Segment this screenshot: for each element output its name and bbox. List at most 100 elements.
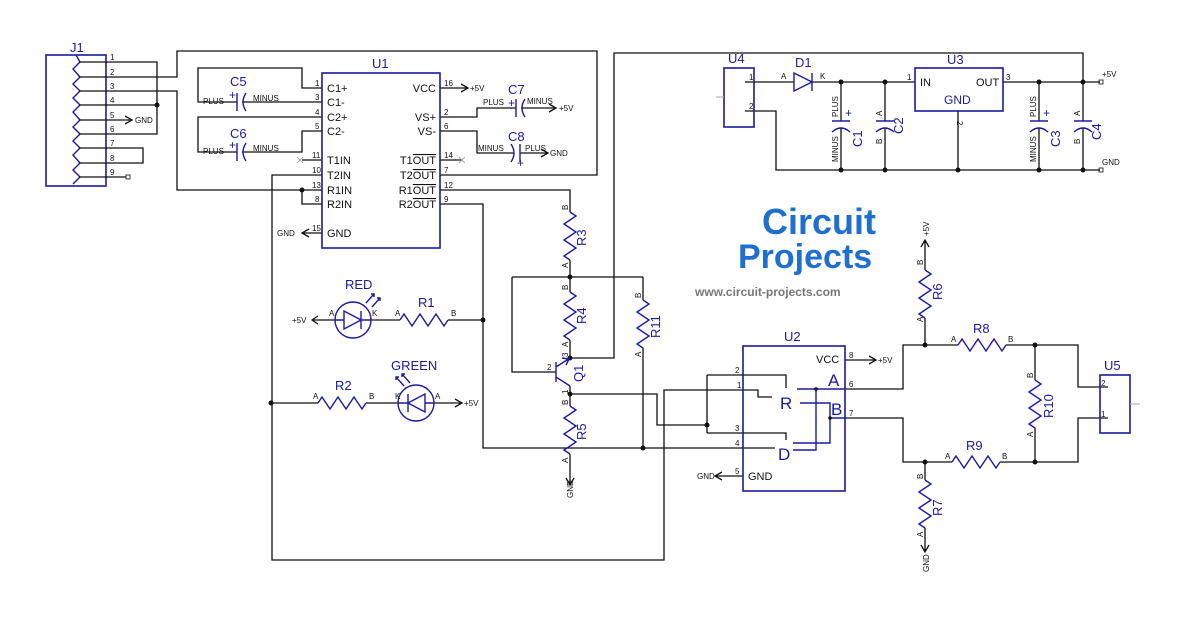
pin-label: A xyxy=(561,457,570,463)
pin-number: 4 xyxy=(735,439,740,448)
plus-sign: + xyxy=(1043,106,1050,120)
pin-label: PLUS xyxy=(483,98,504,107)
pin-name: T1OUT xyxy=(400,155,436,167)
regulator-u3: U3 IN OUT GND 1 3 2 xyxy=(907,52,1011,126)
pin-number: 9 xyxy=(110,168,115,177)
plus-sign: + xyxy=(845,106,852,120)
pin-label: A xyxy=(916,531,925,537)
pin-label: B xyxy=(634,293,643,298)
pin-label: B xyxy=(561,400,570,405)
diode-d1: D1 A K xyxy=(781,55,826,93)
pin-label: PLUS xyxy=(1029,96,1038,117)
resistor-r2: R2 A B xyxy=(313,378,374,410)
pin-number: 3 xyxy=(735,424,740,433)
resistor-r4: R4 B A xyxy=(561,285,589,347)
pin-name: VS+ xyxy=(415,112,436,124)
capacitor-c7: C7 + PLUS MINUS xyxy=(483,82,553,118)
pin-number: 1 xyxy=(907,73,912,82)
pin-label: MINUS xyxy=(478,144,504,153)
pin-number: 11 xyxy=(312,151,321,160)
pin-number: 2 xyxy=(110,68,115,77)
resistor-r11: R11 B A xyxy=(634,293,663,357)
gnd-label: GND xyxy=(550,149,568,158)
pin-label: B xyxy=(1026,373,1035,378)
pin-name: R2IN xyxy=(327,199,352,211)
u1-body xyxy=(321,72,441,249)
pin-number: 10 xyxy=(312,166,321,175)
pin-label: B xyxy=(451,309,456,318)
r7-label: R7 xyxy=(930,499,945,516)
pin-label: A xyxy=(875,110,884,116)
pin-label: PLUS xyxy=(831,96,840,117)
resistor-r6: R6 B A xyxy=(916,260,945,322)
output-a-label: A xyxy=(828,371,840,390)
pin-number: 8 xyxy=(315,195,320,204)
pin-name: C1+ xyxy=(327,83,348,95)
gnd-label: GND xyxy=(277,229,295,238)
pin-name: T1IN xyxy=(327,155,351,167)
d1-label: D1 xyxy=(795,55,812,70)
plus-sign: + xyxy=(229,138,236,152)
pin-number: 4 xyxy=(110,96,115,105)
pin-number: 6 xyxy=(849,380,854,389)
pin-label: A xyxy=(395,309,401,318)
resistor-r1: R1 A B xyxy=(395,295,456,327)
pin-name: T2OUT xyxy=(400,170,436,182)
pin-number: 3 xyxy=(110,82,115,91)
gnd-label: GND xyxy=(922,554,931,572)
pin-name: IN xyxy=(920,77,931,89)
pin-label: B xyxy=(369,392,374,401)
pin-name: C2+ xyxy=(327,112,348,124)
pin-label: B xyxy=(1002,452,1007,461)
pin-label: B xyxy=(916,260,925,265)
capacitor-c1: C1 + PLUS MINUS xyxy=(831,96,865,162)
pin-number: 8 xyxy=(110,154,115,163)
logo-line-1: Circuit xyxy=(762,201,876,242)
led-green: GREEN K A xyxy=(391,358,441,422)
transistor-q1: Q1 2 3 1 xyxy=(547,352,586,394)
c6-label: C6 xyxy=(230,126,247,141)
vcc-label: +5V xyxy=(464,399,479,408)
capacitor-c4: C4 A B xyxy=(1073,110,1104,144)
pin-number: 1 xyxy=(737,381,742,390)
pin-label: MINUS xyxy=(527,97,553,106)
junction-dots xyxy=(154,79,1086,465)
pin-label: B xyxy=(1073,139,1082,144)
c2-label: C2 xyxy=(891,117,906,134)
capacitor-c2: C2 A B xyxy=(875,110,906,144)
pin-label: A xyxy=(945,452,951,461)
resistor-r9: R9 A B xyxy=(945,438,1007,469)
r5-label: R5 xyxy=(574,423,589,440)
pin-label: B xyxy=(561,205,570,210)
pin-number: 1 xyxy=(315,79,320,88)
pin-number: 1 xyxy=(1101,410,1106,419)
pin-number: 1 xyxy=(749,73,754,82)
pin-number: 3 xyxy=(561,352,570,357)
gnd-label: GND xyxy=(1102,158,1120,167)
pin-name: VCC xyxy=(413,83,436,95)
r11-label: R11 xyxy=(648,315,663,338)
pin-label: A xyxy=(329,309,335,318)
vcc-label: +5V xyxy=(292,316,307,325)
pin-label: B xyxy=(875,139,884,144)
resistor-r7: R7 B A xyxy=(916,474,945,537)
pin-number: 5 xyxy=(110,111,115,120)
connector-u4: U4 1 2 xyxy=(716,51,755,128)
c3-label: C3 xyxy=(1048,130,1063,147)
pin-label: A xyxy=(781,72,787,81)
pin-label: MINUS xyxy=(253,144,279,153)
ic-u2: U2 VCC GND A B R D 2 1 3 4 5 6 7 8 xyxy=(735,329,854,492)
pin-number: 6 xyxy=(444,122,449,131)
pin-label: K xyxy=(395,392,401,401)
capacitor-c6: C6 + PLUS MINUS xyxy=(203,126,279,162)
led-red: RED A K xyxy=(329,277,381,339)
r4-label: R4 xyxy=(574,307,589,324)
u5-label: U5 xyxy=(1104,358,1121,373)
r8-label: R8 xyxy=(973,321,990,336)
pin-label: A xyxy=(634,351,643,357)
light-emission-icon xyxy=(365,293,381,308)
r6-label: R6 xyxy=(930,283,945,300)
r10-label: R10 xyxy=(1041,394,1056,418)
pin-label: B xyxy=(1008,335,1013,344)
ic-u1: U1 C1+ C1- C2+ C2- T1IN T2IN R1IN R2IN G… xyxy=(312,56,453,249)
